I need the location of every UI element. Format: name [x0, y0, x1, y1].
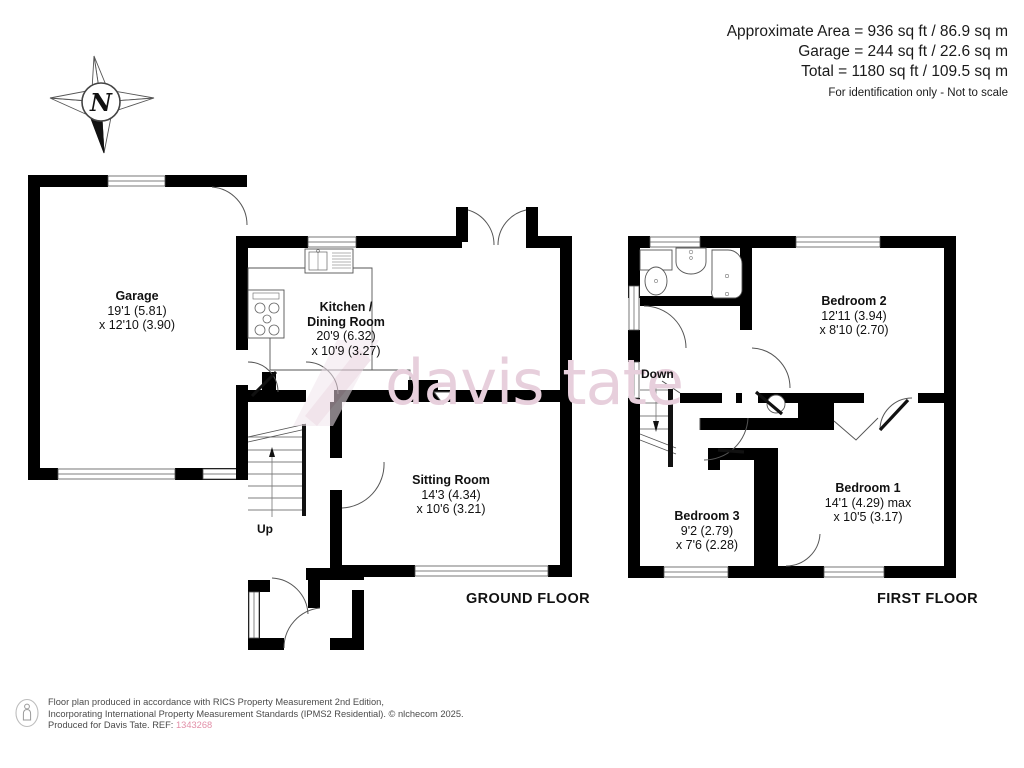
compass-rose-icon: N — [49, 55, 155, 154]
kitchen-door-arcs — [247, 361, 339, 395]
footer-line-3: Produced for Davis Tate. REF: 1343268 — [48, 720, 464, 732]
bedroom-1-dim-1: 14'1 (4.29) max — [824, 495, 912, 510]
kitchen-name-line1: Kitchen / — [319, 300, 373, 314]
garage-top-window — [107, 175, 166, 187]
sitting-room-name: Sitting Room — [412, 473, 490, 487]
garage-top-wall — [185, 175, 247, 187]
bedroom-2-name: Bedroom 2 — [821, 294, 887, 308]
kitchen-top-window — [307, 236, 357, 248]
garage-label: Garage 19'1 (5.81) x 12'10 (3.90) — [62, 289, 212, 333]
kitchen-door-leaf — [250, 370, 278, 398]
compass-north-label: N — [89, 88, 113, 117]
ground-floor-plan — [28, 175, 572, 650]
first-floor-windows — [628, 236, 885, 578]
kitchen-walls — [236, 207, 572, 401]
footer-ref-number: 1343268 — [175, 720, 213, 731]
bathroom-walls — [640, 248, 752, 330]
garage-door-arc — [211, 186, 248, 226]
bedroom-2-dim-1: 12'11 (3.94) — [821, 308, 887, 323]
bedroom-1-name: Bedroom 1 — [835, 481, 901, 495]
kitchen-dim-1: 20'9 (6.32) — [316, 329, 376, 343]
hatch-marker — [433, 391, 453, 405]
footer: Floor plan produced in accordance with R… — [14, 697, 464, 732]
bedroom-3-dim-1: 9'2 (2.79) — [680, 523, 734, 538]
person-in-circle-icon — [15, 698, 39, 728]
area-summary: Approximate Area = 936 sq ft / 86.9 sq m… — [727, 22, 1008, 102]
garage-dim-1: 19'1 (5.81) — [107, 303, 167, 318]
porch-window — [248, 591, 260, 639]
stairs-up-label: Up — [257, 522, 273, 536]
front-door-arc — [283, 607, 321, 649]
bedroom-2-label: Bedroom 2 12'11 (3.94) x 8'10 (2.70) — [790, 294, 918, 338]
sitting-room-dim-2: x 10'6 (3.21) — [416, 502, 486, 516]
hall-door-arc — [271, 577, 309, 615]
total-area-text: Total = 1180 sq ft / 109.5 sq m — [801, 63, 1008, 80]
footer-ref-prefix: Produced for Davis Tate. REF: — [48, 720, 174, 731]
bedroom-3-dim-2: x 7'6 (2.28) — [675, 538, 739, 552]
disclaimer-text: For identification only - Not to scale — [828, 87, 1008, 99]
first-floor-door-arcs — [703, 347, 913, 567]
porch-walls — [248, 568, 364, 650]
kitchen-dim-2: x 10'9 (3.27) — [311, 343, 381, 358]
sitting-room-door-arc — [341, 461, 385, 509]
first-floor-title: FIRST FLOOR — [877, 591, 979, 607]
garage-bottom-window — [57, 468, 176, 480]
compass-circle — [81, 82, 121, 122]
bathroom-door-arc — [643, 305, 687, 349]
garage-name: Garage — [115, 289, 159, 303]
first-floor-outer-walls — [628, 236, 956, 578]
bedroom-1-dim-2: x 10'5 (3.17) — [833, 510, 903, 524]
staircase-down — [639, 386, 677, 467]
hob-icon — [247, 289, 285, 339]
kitchen-dining-label: Kitchen / Dining Room 20'9 (6.32) x 10'9… — [280, 300, 412, 358]
kitchen-name-line2: Dining Room — [307, 314, 385, 329]
garage-dim-2: x 12'10 (3.90) — [98, 318, 176, 332]
stairs-down-label: Down — [641, 367, 674, 381]
bathroom-fixtures — [639, 247, 743, 299]
sink-icon — [304, 248, 354, 274]
garage-side-window — [202, 468, 238, 480]
first-floor-plan — [628, 236, 956, 578]
sitting-room-dim-1: 14'3 (4.34) — [421, 487, 481, 502]
approximate-area-text: Approximate Area = 936 sq ft / 86.9 sq m — [726, 23, 1008, 40]
sitting-room-label: Sitting Room 14'3 (4.34) x 10'6 (3.21) — [381, 473, 521, 517]
garage-area-text: Garage = 244 sq ft / 22.6 sq m — [798, 43, 1008, 60]
french-doors-arc — [467, 209, 527, 246]
bedroom-1-label: Bedroom 1 14'1 (4.29) max x 10'5 (3.17) — [798, 481, 938, 525]
bedroom-3-label: Bedroom 3 9'2 (2.79) x 7'6 (2.28) — [650, 509, 764, 553]
hall-walls — [236, 372, 572, 480]
door-leaves — [717, 390, 910, 454]
bedroom-2-dim-2: x 8'10 (2.70) — [819, 323, 889, 337]
landing-outline — [661, 380, 701, 430]
landing-angle — [833, 417, 879, 441]
bedroom-3-name: Bedroom 3 — [674, 509, 740, 523]
footer-line-1: Floor plan produced in accordance with R… — [48, 697, 384, 707]
ground-floor-title: GROUND FLOOR — [466, 591, 591, 607]
footer-line-2: Incorporating International Property Mea… — [48, 708, 464, 719]
water-tank-icon — [766, 394, 786, 414]
sitting-room-window — [414, 565, 549, 577]
footer-text-block: Floor plan produced in accordance with R… — [48, 697, 464, 732]
staircase-up — [247, 423, 307, 517]
